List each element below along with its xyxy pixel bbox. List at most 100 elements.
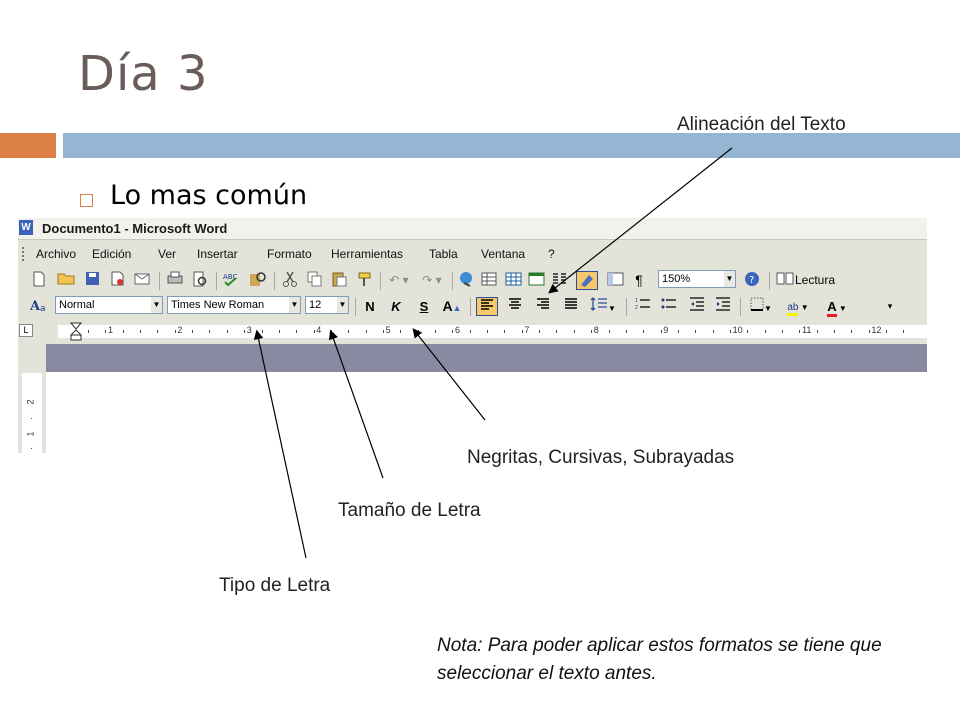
tables-borders-icon[interactable] bbox=[480, 271, 500, 290]
justify-button[interactable] bbox=[560, 297, 582, 316]
menu-ayuda[interactable]: ? bbox=[548, 247, 555, 261]
print-preview-icon[interactable] bbox=[190, 271, 210, 290]
decrease-indent-icon[interactable] bbox=[686, 297, 708, 316]
ruler-tick bbox=[521, 330, 523, 333]
underline-button[interactable]: S bbox=[419, 299, 429, 314]
ruler-tick bbox=[226, 330, 228, 333]
document-page[interactable] bbox=[46, 372, 927, 453]
font-combo[interactable]: Times New Roman ▼ bbox=[167, 296, 301, 314]
ruler-tick bbox=[435, 330, 436, 333]
arrow-up-icon: ▲ bbox=[452, 303, 462, 313]
ruler-tick bbox=[140, 330, 142, 333]
hyperlink-icon[interactable] bbox=[457, 271, 477, 290]
font-size-value: 12 bbox=[309, 299, 322, 311]
italic-button[interactable]: K bbox=[391, 299, 401, 314]
ruler-tick bbox=[174, 330, 176, 333]
menu-herramientas[interactable]: Herramientas bbox=[331, 247, 404, 261]
ruler-tick bbox=[88, 330, 89, 333]
word-titlebar: W Documento1 - Microsoft Word bbox=[18, 218, 927, 240]
borders-icon[interactable]: ▼ bbox=[746, 297, 776, 316]
research-icon[interactable] bbox=[248, 271, 268, 290]
insert-excel-icon[interactable] bbox=[527, 271, 547, 290]
ruler-tick bbox=[677, 330, 679, 333]
toolbar-separator bbox=[470, 298, 471, 316]
zoom-combo[interactable]: 150% ▼ bbox=[658, 270, 736, 288]
align-left-button[interactable] bbox=[476, 297, 498, 316]
align-right-button[interactable] bbox=[532, 297, 554, 316]
style-combo[interactable]: Normal ▼ bbox=[55, 296, 163, 314]
insert-table-icon[interactable] bbox=[504, 271, 524, 290]
document-map-icon[interactable] bbox=[605, 271, 627, 290]
lectura-button[interactable]: Lectura bbox=[795, 273, 836, 287]
copy-icon[interactable] bbox=[305, 271, 325, 290]
tab-selector[interactable]: L bbox=[19, 324, 33, 337]
ruler-number: 11 bbox=[802, 325, 812, 335]
email-icon[interactable] bbox=[133, 271, 153, 290]
menu-edicion[interactable]: Edición bbox=[92, 247, 132, 261]
slide-title: Día 3 bbox=[78, 46, 209, 102]
ruler-tick bbox=[608, 330, 610, 333]
line-spacing-icon[interactable]: ▼ bbox=[588, 297, 618, 316]
new-document-icon[interactable] bbox=[30, 271, 48, 290]
ruler-number: 5 bbox=[385, 325, 391, 335]
font-size-combo[interactable]: 12 ▼ bbox=[305, 296, 349, 314]
menu-ventana[interactable]: Ventana bbox=[481, 247, 526, 261]
style-value: Normal bbox=[59, 299, 95, 311]
toolbar-separator bbox=[355, 298, 356, 316]
bold-button[interactable]: N bbox=[365, 299, 375, 314]
vertical-ruler[interactable]: 2 · 1 · bbox=[22, 373, 42, 453]
undo-icon[interactable]: ↶ ▾ bbox=[389, 273, 409, 287]
columns-icon[interactable] bbox=[550, 271, 570, 290]
menu-archivo[interactable]: Archivo bbox=[36, 247, 77, 261]
ruler-tick bbox=[886, 330, 888, 333]
help-icon[interactable]: ? bbox=[742, 271, 762, 290]
highlight-icon[interactable]: ab ▼ bbox=[782, 297, 814, 316]
paste-icon[interactable] bbox=[329, 271, 349, 290]
redo-icon[interactable]: ↷ ▾ bbox=[422, 273, 442, 287]
bullets-icon[interactable] bbox=[658, 297, 680, 316]
svg-text:a: a bbox=[40, 304, 46, 313]
chevron-down-icon[interactable]: ▼ bbox=[151, 297, 162, 313]
word-window-title: Documento1 - Microsoft Word bbox=[42, 221, 228, 236]
ruler-number: 1 bbox=[108, 325, 114, 335]
read-mode-icon[interactable] bbox=[775, 271, 795, 290]
chevron-down-icon[interactable]: ▼ bbox=[337, 297, 348, 313]
document-margin-area bbox=[46, 344, 927, 372]
ruler-tick bbox=[313, 330, 315, 333]
svg-text:1: 1 bbox=[635, 298, 638, 304]
chevron-down-icon[interactable]: ▼ bbox=[724, 271, 735, 287]
save-icon[interactable] bbox=[83, 271, 101, 290]
vruler-tick: · bbox=[30, 443, 33, 453]
svg-text:?: ? bbox=[749, 275, 754, 286]
standard-toolbar: ABC ↶ ▾ ↷ ▾ bbox=[18, 268, 927, 294]
menu-ver[interactable]: Ver bbox=[158, 247, 177, 261]
indent-marker-icon[interactable] bbox=[70, 322, 82, 342]
grow-font-button[interactable]: A▲ bbox=[441, 297, 463, 316]
menu-formato[interactable]: Formato bbox=[267, 247, 312, 261]
ruler-tick bbox=[365, 330, 367, 333]
font-value: Times New Roman bbox=[171, 299, 265, 311]
toolbar-options-icon[interactable]: ▾ bbox=[887, 301, 893, 311]
format-painter-icon[interactable] bbox=[354, 271, 374, 290]
chevron-down-icon[interactable]: ▼ bbox=[289, 297, 300, 313]
ruler-tick bbox=[764, 330, 766, 333]
permission-icon[interactable] bbox=[108, 271, 126, 290]
ruler-tick bbox=[244, 330, 246, 333]
cut-icon[interactable] bbox=[280, 271, 300, 290]
font-color-icon[interactable]: A ▼ bbox=[822, 297, 852, 317]
ruler-tick bbox=[469, 330, 471, 333]
open-folder-icon[interactable] bbox=[56, 271, 76, 290]
spelling-icon[interactable]: ABC bbox=[221, 271, 243, 290]
drawing-icon[interactable] bbox=[576, 271, 598, 290]
align-center-button[interactable] bbox=[504, 297, 526, 316]
increase-indent-icon[interactable] bbox=[712, 297, 734, 316]
ruler-tick bbox=[573, 330, 575, 333]
menu-tabla[interactable]: Tabla bbox=[429, 247, 458, 261]
ruler-tick bbox=[417, 330, 419, 333]
print-icon[interactable] bbox=[165, 271, 185, 290]
show-hide-marks-button[interactable]: ¶ bbox=[635, 272, 643, 288]
menu-insertar[interactable]: Insertar bbox=[197, 247, 238, 261]
